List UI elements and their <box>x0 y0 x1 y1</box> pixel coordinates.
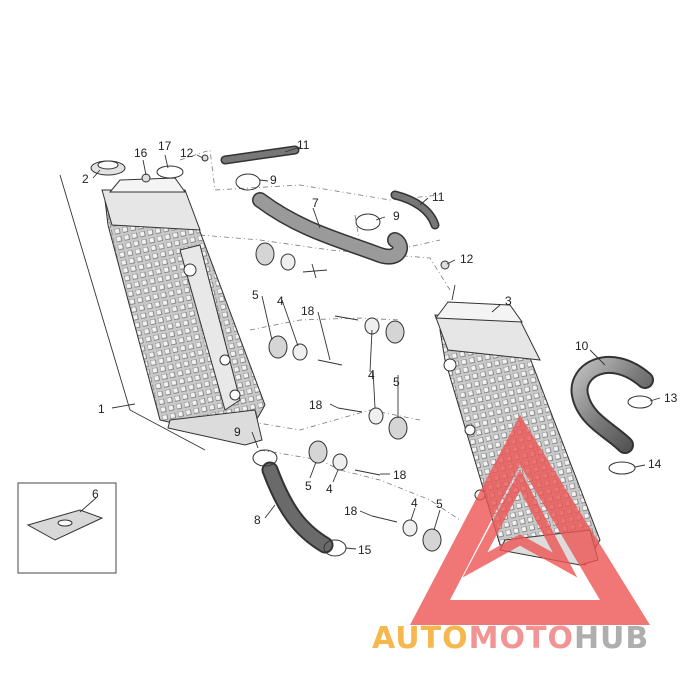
callout-18: 18 <box>301 304 315 318</box>
callout-11: 11 <box>432 190 445 204</box>
callout-2: 2 <box>82 172 89 186</box>
left-radiator <box>101 177 266 446</box>
callout-17: 17 <box>158 139 172 153</box>
callout-5: 5 <box>393 375 400 389</box>
leader-lines <box>59 146 661 550</box>
lower-hose-8 <box>261 461 334 554</box>
watermark-text: AUTOMOTOHUB <box>372 621 649 656</box>
callout-1: 1 <box>98 402 105 416</box>
callout-18: 18 <box>344 504 358 518</box>
callout-4: 4 <box>368 368 375 382</box>
callout-18: 18 <box>309 398 323 412</box>
hose-10 <box>570 355 654 454</box>
callout-5: 5 <box>305 479 312 493</box>
callout-8: 8 <box>254 513 261 527</box>
callout-13: 13 <box>664 391 678 405</box>
callout-3: 3 <box>505 294 512 308</box>
callout-11: 11 <box>297 138 310 152</box>
callout-5: 5 <box>436 497 443 511</box>
callout-6: 6 <box>92 487 99 501</box>
watermark-hub: HUB <box>574 621 649 656</box>
callout-9: 9 <box>393 209 400 223</box>
callout-4: 4 <box>411 496 418 510</box>
watermark-triangle <box>410 415 650 625</box>
callout-14: 14 <box>648 457 662 471</box>
watermark-moto: MOTO <box>469 621 574 656</box>
watermark: AUTOMOTOHUB <box>372 415 650 656</box>
hose-clamps <box>156 165 653 557</box>
callout-10: 10 <box>575 339 589 353</box>
callout-12: 12 <box>180 146 194 160</box>
callout-15: 15 <box>358 543 372 557</box>
watermark-triangle-inner <box>462 469 578 578</box>
callout-9: 9 <box>234 425 241 439</box>
inset-box <box>17 482 117 574</box>
callout-labels: 1 2 3 4 4 4 4 5 5 5 5 6 7 8 9 9 9 10 11 … <box>82 138 678 557</box>
radiator-cap <box>90 160 126 176</box>
upper-hose-7 <box>252 192 408 265</box>
small-hose-11-left <box>220 145 300 165</box>
callout-4: 4 <box>326 482 333 496</box>
callout-12: 12 <box>460 252 474 266</box>
callout-18: 18 <box>393 468 407 482</box>
small-hose-11-right <box>390 190 440 230</box>
callout-5: 5 <box>252 288 259 302</box>
callout-7: 7 <box>312 196 319 210</box>
callout-16: 16 <box>134 146 148 160</box>
callout-4: 4 <box>277 294 284 308</box>
watermark-auto: AUTO <box>372 621 469 656</box>
callout-9: 9 <box>270 173 277 187</box>
